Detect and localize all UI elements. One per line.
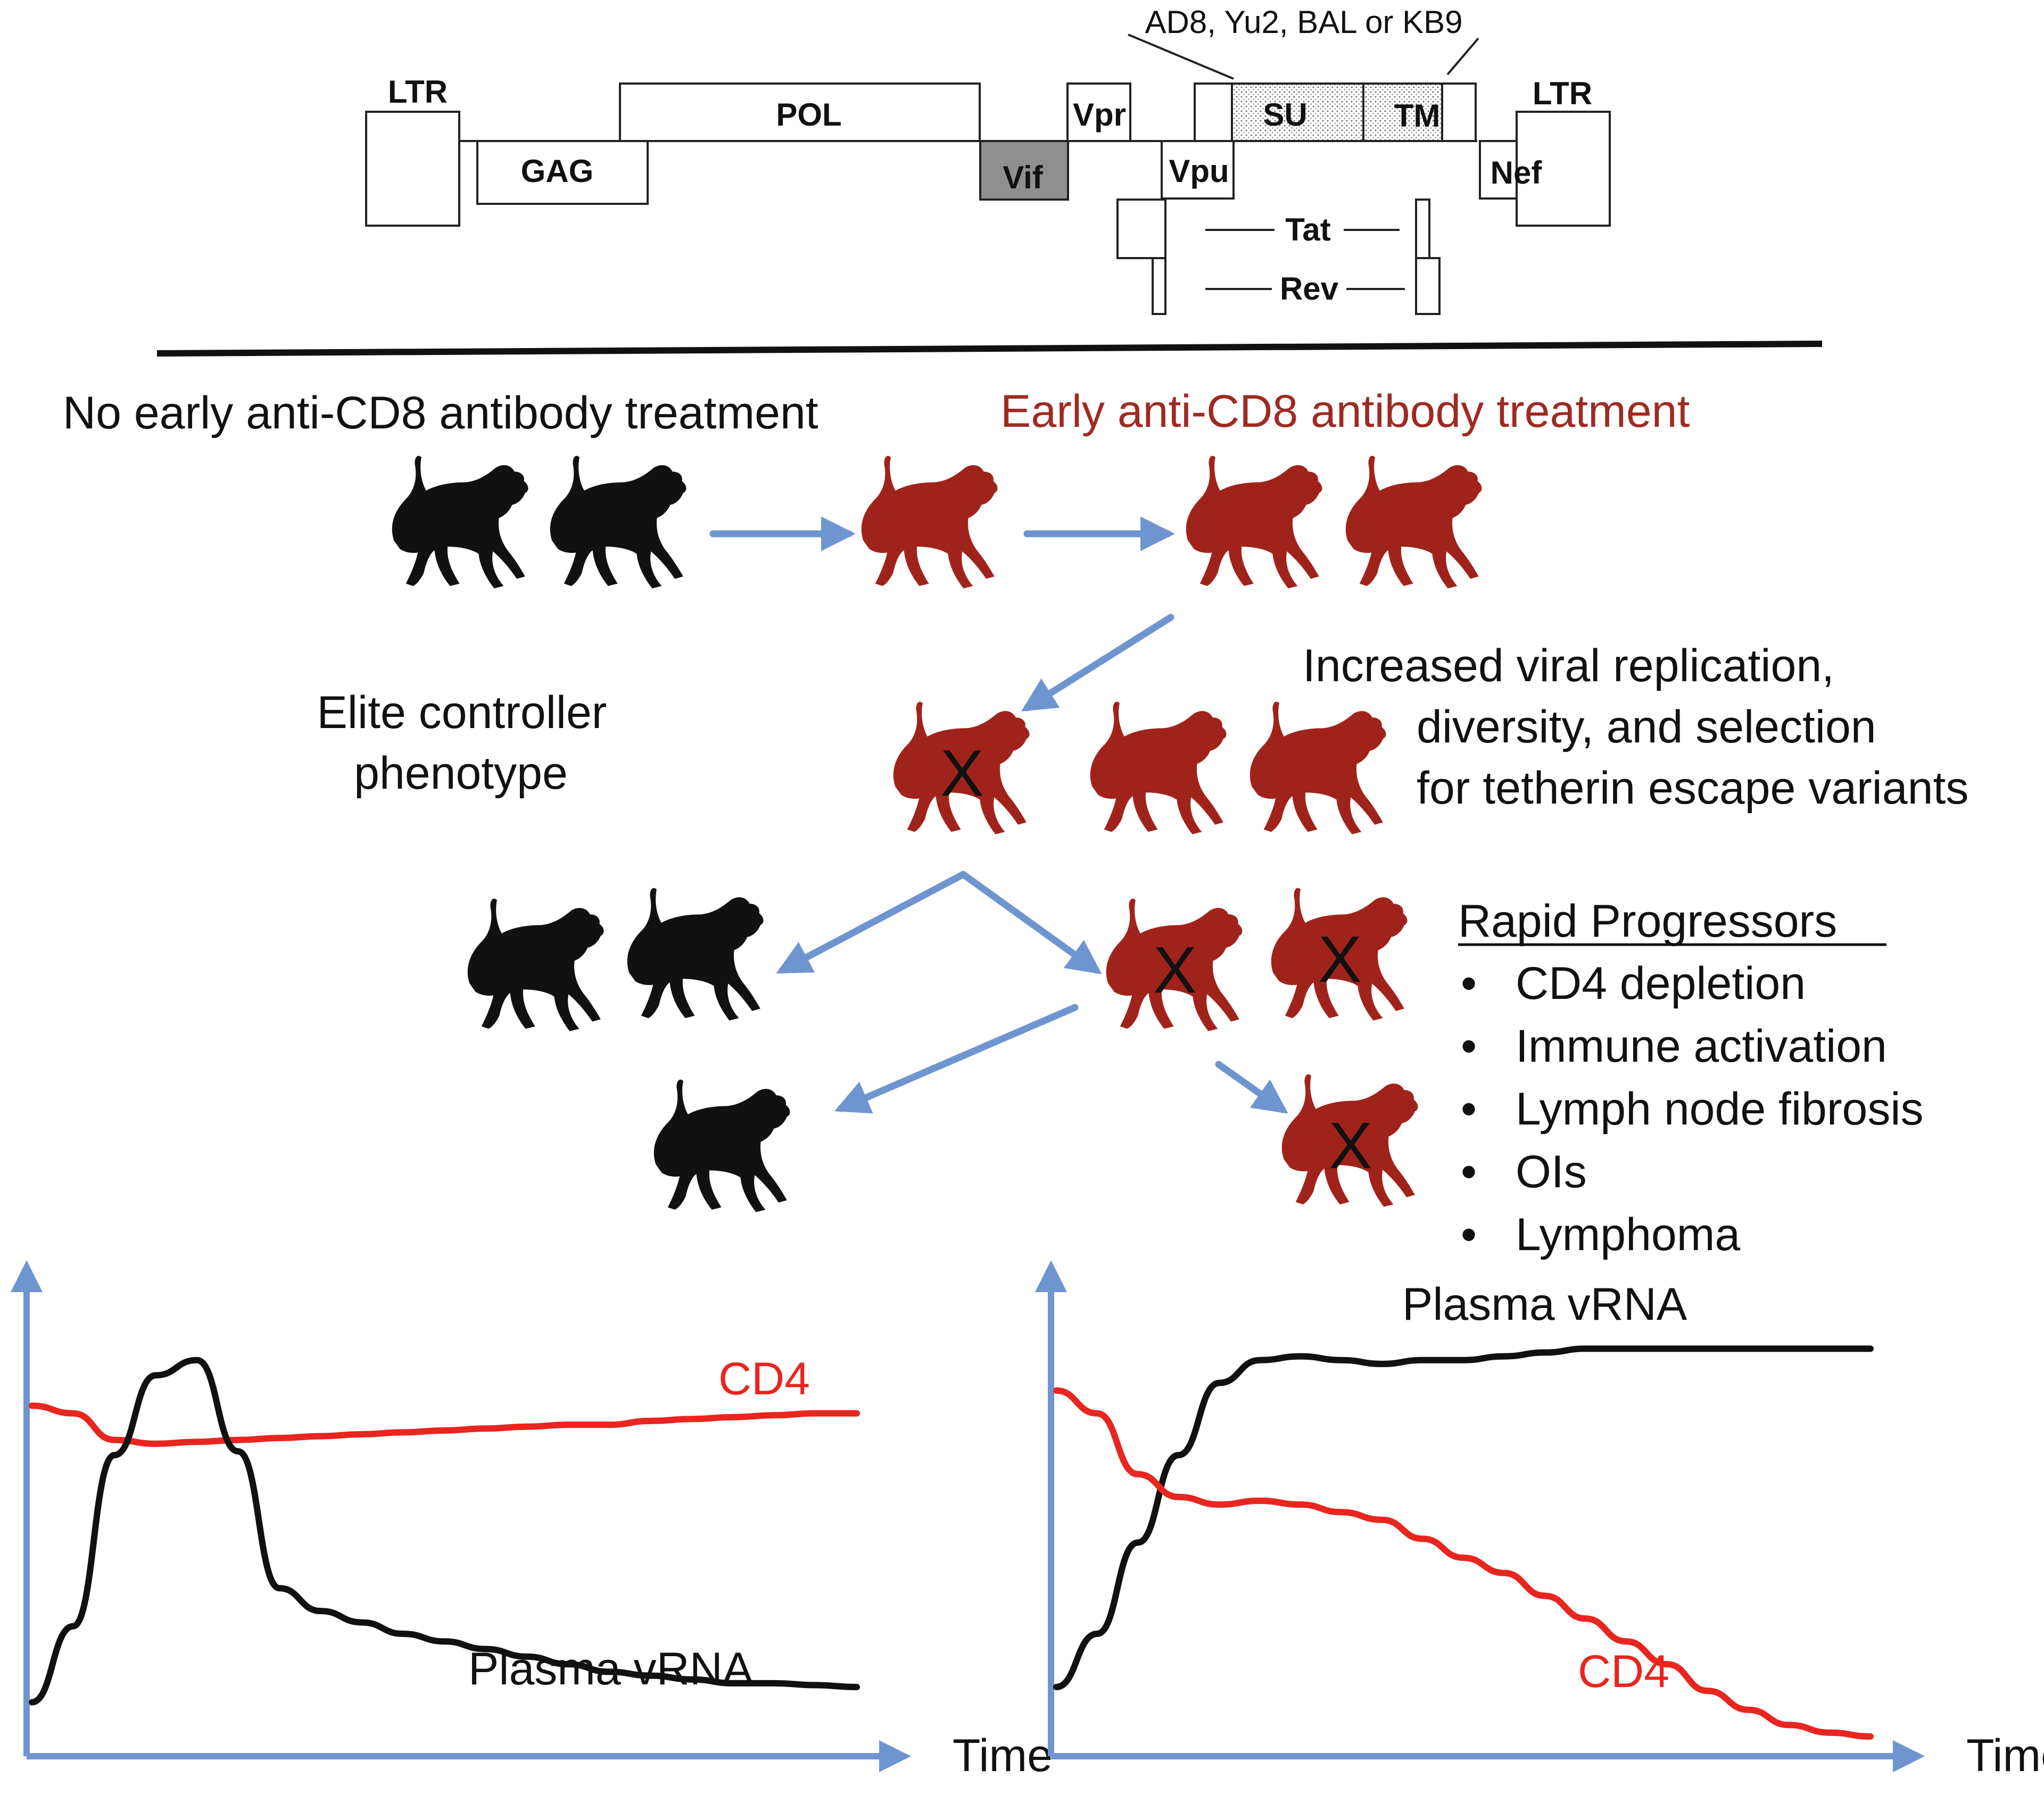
chart-2: Time Plasma vRNA CD4 xyxy=(1035,1260,2044,1781)
list-bullet: • xyxy=(1461,958,1477,1009)
flow-arrow xyxy=(1021,614,1174,712)
ltr-right-label: LTR xyxy=(1533,76,1592,111)
control-monkey-icon xyxy=(653,1079,790,1212)
hiv-genome-map xyxy=(365,34,1611,315)
series-label: Plasma vRNA xyxy=(468,1643,754,1694)
vpr-label: Vpr xyxy=(1073,97,1126,133)
rapid-progressor-item: Lymphoma xyxy=(1516,1209,1740,1260)
list-bullet: • xyxy=(1461,1021,1477,1072)
treated-monkey-icon xyxy=(861,456,998,589)
ltr-left-label: LTR xyxy=(388,74,448,110)
section-divider xyxy=(156,341,1823,357)
env-callout-right xyxy=(1446,37,1479,76)
series-label: CD4 xyxy=(718,1353,810,1404)
x-axis-label: Time xyxy=(953,1730,1053,1781)
su-label: SU xyxy=(1263,97,1307,133)
vpr-box xyxy=(1066,82,1131,142)
x-axis-label: Time xyxy=(1966,1730,2044,1781)
vif-box xyxy=(979,140,1069,201)
increased-line1: Increased viral replication, xyxy=(1303,640,1834,691)
rev-exon2 xyxy=(1415,257,1441,315)
list-bullet: • xyxy=(1461,1209,1477,1260)
elite-line1: Elite controller xyxy=(317,687,607,738)
series-label: Plasma vRNA xyxy=(1402,1279,1687,1330)
tm-label: TM xyxy=(1394,98,1441,134)
rapid-progressor-item: Immune activation xyxy=(1516,1021,1887,1072)
env-variants-label: AD8, Yu2, BAL or KB9 xyxy=(1145,4,1462,40)
treated-monkey-icon: X xyxy=(893,701,1030,834)
treated-monkey-icon xyxy=(1249,701,1386,834)
control-monkey-icon xyxy=(467,898,604,1031)
tm-box xyxy=(1362,82,1443,142)
ltr-right-box xyxy=(1516,111,1611,227)
no-treatment-heading: No early anti-CD8 antibody treatment xyxy=(63,387,818,439)
flow-arrows xyxy=(709,516,1288,1114)
vpu-box xyxy=(1161,140,1235,200)
treated-monkey-icon xyxy=(1090,701,1227,834)
monkey-group: X X X X xyxy=(392,456,1482,1212)
flow-arrow xyxy=(959,871,1102,974)
tat-exon2 xyxy=(1415,199,1430,259)
flow-arrow xyxy=(834,1004,1079,1114)
treatment-heading: Early anti-CD8 antibody treatment xyxy=(1000,386,1690,437)
death-mark: X xyxy=(1318,923,1362,996)
rapid-progressor-item: OIs xyxy=(1516,1146,1587,1197)
increased-line2: diversity, and selection xyxy=(1417,701,1876,753)
list-bullet: • xyxy=(1461,1084,1477,1135)
series-line xyxy=(1053,1345,1874,1690)
flow-arrow xyxy=(1215,1061,1288,1114)
series-line xyxy=(1053,1387,1874,1740)
flow-arrow xyxy=(776,871,967,974)
env-callout-left xyxy=(1128,34,1234,80)
treated-monkey-icon xyxy=(1186,456,1322,589)
ltr-left-box xyxy=(365,111,460,227)
treated-monkey-icon xyxy=(1345,456,1482,589)
series-label: CD4 xyxy=(1578,1646,1669,1697)
control-monkey-icon xyxy=(627,888,764,1021)
vif-label: Vif xyxy=(1003,160,1044,195)
tat-exon1 xyxy=(1116,199,1166,259)
rapid-progressors-list: • CD4 depletion • Immune activation • Lymph n… xyxy=(1461,958,1923,1260)
series-line xyxy=(29,1402,860,1447)
control-monkey-icon xyxy=(392,456,528,589)
rapid-progressor-item: Lymph node fibrosis xyxy=(1516,1084,1923,1135)
rev-exon1 xyxy=(1152,257,1166,315)
treated-monkey-icon: X xyxy=(1271,888,1408,1021)
pol-label: POL xyxy=(776,97,841,133)
increased-line3: for tetherin escape variants xyxy=(1417,763,1968,814)
rev-label: Rev xyxy=(1280,271,1339,307)
death-mark: X xyxy=(940,737,984,810)
death-mark: X xyxy=(1153,933,1197,1007)
treated-monkey-icon: X xyxy=(1281,1074,1418,1207)
treated-monkey-icon: X xyxy=(1106,898,1243,1031)
vpu-label: Vpu xyxy=(1169,153,1229,189)
gag-box xyxy=(476,140,649,205)
nef-label: Nef xyxy=(1491,155,1543,191)
tat-label: Tat xyxy=(1285,212,1331,247)
list-bullet: • xyxy=(1461,1146,1477,1197)
gag-label: GAG xyxy=(521,153,594,189)
rapid-progressor-item: CD4 depletion xyxy=(1516,958,1806,1009)
control-monkey-icon xyxy=(550,456,686,589)
rapid-progressors-heading: Rapid Progressors xyxy=(1458,896,1837,947)
elite-line2: phenotype xyxy=(354,748,568,799)
pol-box xyxy=(619,82,981,142)
death-mark: X xyxy=(1329,1109,1372,1183)
